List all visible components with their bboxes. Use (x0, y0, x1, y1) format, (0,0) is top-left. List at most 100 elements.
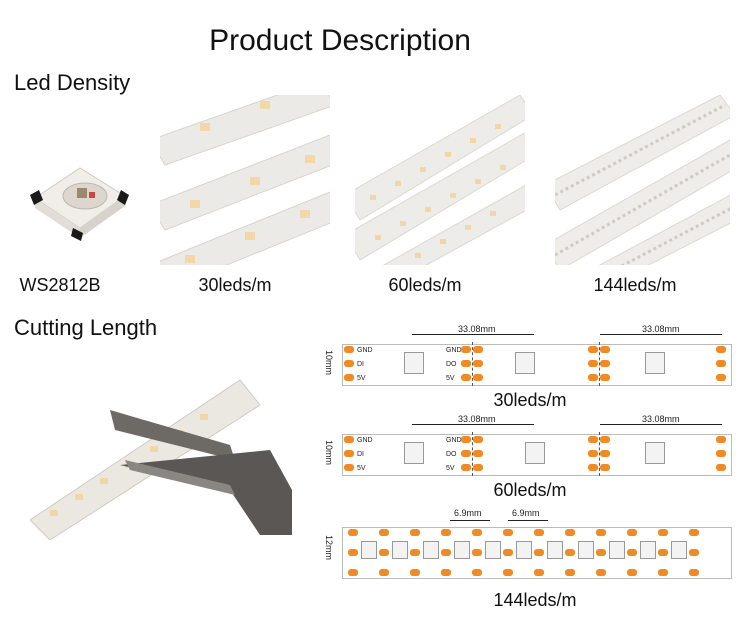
solder-pad (348, 569, 358, 576)
width-label: 10mm (324, 440, 334, 466)
cut-line (472, 432, 473, 476)
strip-30-image (160, 95, 330, 265)
pin-label: 5V (357, 375, 366, 382)
width-label: 12mm (324, 535, 334, 561)
solder-pad (588, 374, 598, 381)
solder-pad (473, 450, 483, 457)
solder-pad (689, 569, 699, 576)
solder-pad (534, 529, 544, 536)
solder-pad (596, 529, 606, 536)
segment-length-label: 33.08mm (642, 414, 680, 424)
width-label: 10mm (324, 350, 334, 376)
solder-pad (441, 529, 451, 536)
solder-pad (627, 549, 637, 556)
solder-pad (503, 549, 513, 556)
solder-pad (588, 346, 598, 353)
pin-label: GND (357, 437, 373, 444)
solder-pad (689, 529, 699, 536)
solder-pad (588, 464, 598, 471)
pin-label: DO (446, 361, 457, 368)
solder-pad (410, 569, 420, 576)
dimension-line (450, 520, 490, 521)
ws2812b-label: WS2812B (19, 275, 101, 295)
solder-pad (716, 464, 726, 471)
dimension-line (412, 334, 534, 335)
cutting-diagram-144: 12mm 6.9mm 6.9mm (324, 505, 732, 585)
solder-pad (716, 374, 726, 381)
solder-pad (472, 549, 482, 556)
solder-pad (565, 529, 575, 536)
led-chip (609, 541, 625, 559)
solder-pad (441, 549, 451, 556)
led-chip (645, 442, 665, 464)
solder-pad (588, 436, 598, 443)
solder-pad (627, 529, 637, 536)
solder-pad (716, 450, 726, 457)
led-chip (671, 541, 687, 559)
solder-pad (410, 549, 420, 556)
led-chip (454, 541, 470, 559)
solder-pad (565, 569, 575, 576)
solder-pad (473, 436, 483, 443)
solder-pad (344, 464, 354, 471)
led-chip (361, 541, 377, 559)
strip-30-label: 30leds/m (198, 275, 272, 295)
strip-144-image (555, 95, 730, 265)
led-chip (485, 541, 501, 559)
solder-pad (344, 374, 354, 381)
scissors-cutting-image (30, 370, 292, 540)
solder-pad (461, 374, 471, 381)
led-chip (578, 541, 594, 559)
solder-pad (473, 360, 483, 367)
solder-pad (461, 346, 471, 353)
solder-pad (473, 374, 483, 381)
page-title: Product Description (209, 24, 471, 57)
led-chip (525, 442, 545, 464)
solder-pad (600, 464, 610, 471)
diagram-60-caption: 60leds/m (493, 480, 567, 500)
segment-length-label: 33.08mm (642, 324, 680, 334)
diagram-144-caption: 144leds/m (493, 590, 577, 610)
solder-pad (689, 549, 699, 556)
solder-pad (503, 529, 513, 536)
solder-pad (473, 464, 483, 471)
pin-label: DI (357, 451, 364, 458)
led-chip (516, 541, 532, 559)
dimension-line (600, 334, 722, 335)
pin-label: DI (357, 361, 364, 368)
dimension-line (412, 424, 534, 425)
led-chip (547, 541, 563, 559)
solder-pad (461, 360, 471, 367)
segment-length-label: 6.9mm (454, 508, 482, 518)
led-chip (515, 352, 535, 374)
solder-pad (473, 346, 483, 353)
solder-pad (627, 569, 637, 576)
solder-pad (658, 569, 668, 576)
strip-144-label: 144leds/m (593, 275, 677, 295)
pin-label: GND (446, 437, 462, 444)
solder-pad (461, 450, 471, 457)
led-chip (645, 352, 665, 374)
solder-pad (716, 436, 726, 443)
solder-pad (658, 549, 668, 556)
cut-line (599, 342, 600, 386)
pin-label: DO (446, 451, 457, 458)
pin-label: 5V (446, 465, 455, 472)
led-density-heading: Led Density (14, 70, 131, 95)
pin-label: 5V (446, 375, 455, 382)
solder-pad (588, 450, 598, 457)
pcb-strip (342, 344, 732, 386)
led-chip (640, 541, 656, 559)
solder-pad (596, 569, 606, 576)
solder-pad (344, 450, 354, 457)
ws2812b-chip-image (25, 138, 130, 243)
solder-pad (344, 346, 354, 353)
solder-pad (600, 360, 610, 367)
solder-pad (534, 549, 544, 556)
pin-label: GND (446, 347, 462, 354)
solder-pad (600, 346, 610, 353)
cut-line (472, 342, 473, 386)
solder-pad (344, 436, 354, 443)
dimension-line (600, 424, 722, 425)
solder-pad (461, 464, 471, 471)
